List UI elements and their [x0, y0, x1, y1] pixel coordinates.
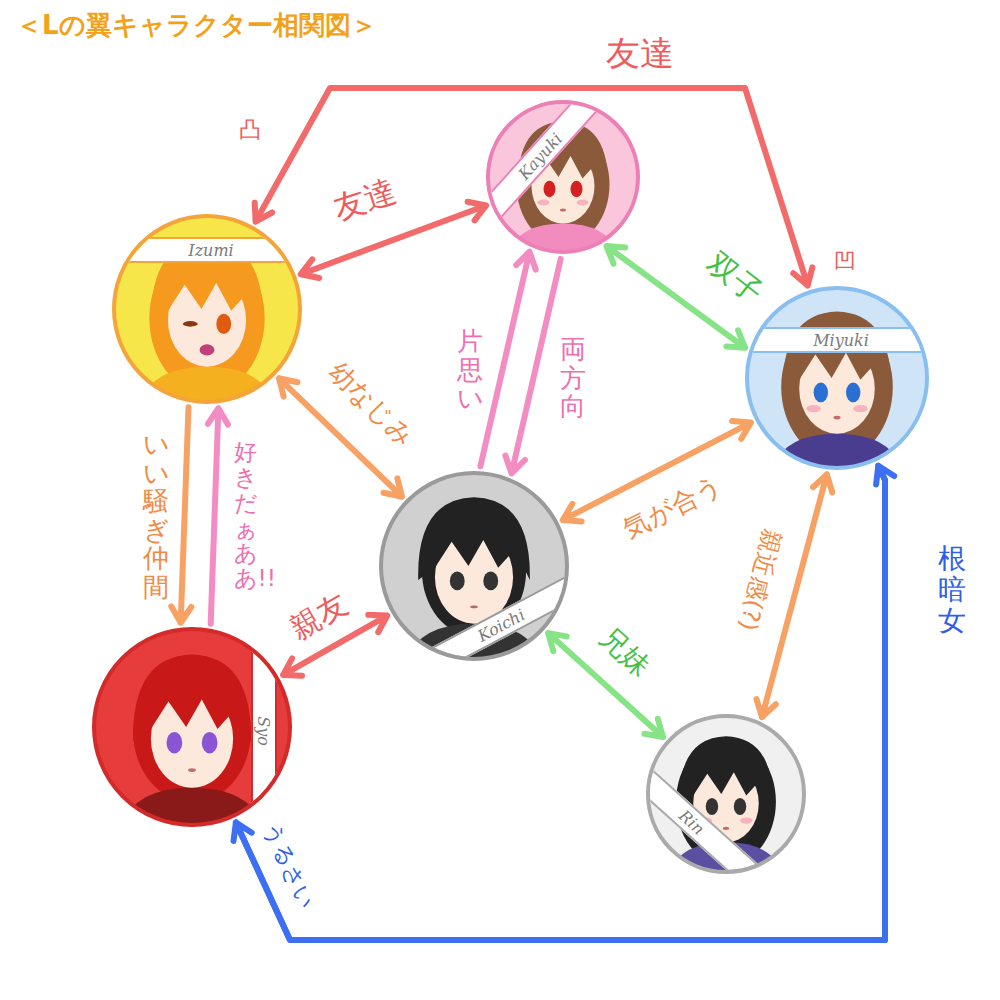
- name-band: Rin: [646, 732, 790, 874]
- eye: [814, 383, 828, 403]
- end-mark: 凹: [834, 249, 856, 274]
- relation-label: 双子: [701, 246, 770, 310]
- name-band: Miyuki: [745, 327, 929, 353]
- character-circle: Rin: [646, 714, 806, 874]
- character-name: Koichi: [474, 605, 528, 646]
- relation-label: うるさい: [258, 819, 320, 913]
- blush: [538, 200, 550, 206]
- relation-label: いい騒ぎ仲間: [143, 430, 169, 602]
- bangs: [418, 497, 530, 580]
- character-name: Kayuki: [514, 129, 565, 183]
- name-band: Kayuki: [486, 100, 630, 254]
- character-name: Izumi: [188, 241, 233, 260]
- character-circle: Syo: [92, 627, 292, 827]
- relation-label: 両方向: [560, 335, 586, 421]
- character-name: Syo: [255, 716, 274, 746]
- bangs: [679, 736, 773, 805]
- eye: [734, 798, 746, 815]
- eye: [450, 572, 465, 591]
- end-mark: 凸: [239, 117, 261, 142]
- mouth: [723, 827, 729, 830]
- relation-label: 友達: [606, 34, 674, 73]
- relation-label: 片思い: [457, 327, 483, 413]
- eye: [216, 314, 231, 334]
- relation-arrow: [505, 259, 560, 474]
- relation-arrow: [234, 466, 886, 940]
- character-circle: Kayuki: [486, 100, 640, 254]
- eye: [706, 798, 718, 815]
- shirt: [137, 367, 277, 412]
- eye: [202, 732, 218, 754]
- relation-arrow: [171, 407, 191, 623]
- blush: [740, 817, 752, 823]
- character-name: Rin: [675, 806, 708, 839]
- relation-arrow: [208, 408, 228, 623]
- bangs: [133, 654, 251, 741]
- name-band: Izumi: [112, 237, 302, 263]
- blush: [853, 405, 867, 412]
- name-band: Syo: [251, 627, 277, 827]
- relation-label: 好きだぁああ!!: [234, 440, 257, 592]
- eye: [483, 572, 498, 591]
- character-circle: Koichi: [379, 471, 569, 661]
- relation-arrow: [480, 252, 535, 467]
- mouth: [560, 209, 566, 212]
- character-circle: Izumi: [112, 214, 302, 404]
- blush: [577, 200, 589, 206]
- relation-label: 友達: [329, 173, 401, 228]
- relation-label: 親近感(?): [733, 526, 785, 633]
- relation-label: 幼なじみ: [322, 357, 420, 453]
- eye: [167, 732, 183, 754]
- relation-label: 根暗女: [938, 544, 966, 636]
- relation-arrow: [301, 202, 486, 278]
- relation-label: 兄妹: [593, 621, 656, 682]
- mouth: [188, 768, 196, 772]
- character-name: Miyuki: [813, 331, 869, 350]
- mouth: [470, 606, 477, 609]
- eye: [846, 383, 860, 403]
- chart-title: ＜Lの翼キャラクター相関図＞: [16, 8, 377, 43]
- blush: [806, 405, 820, 412]
- relation-arrow: [236, 466, 894, 940]
- eye: [571, 181, 583, 198]
- name-band: Koichi: [389, 557, 569, 661]
- character-circle: Miyuki: [745, 286, 929, 470]
- eye: [183, 321, 198, 327]
- eye: [544, 181, 556, 198]
- mouth: [833, 416, 840, 420]
- mouth: [200, 344, 215, 355]
- character-portrait: [747, 288, 927, 477]
